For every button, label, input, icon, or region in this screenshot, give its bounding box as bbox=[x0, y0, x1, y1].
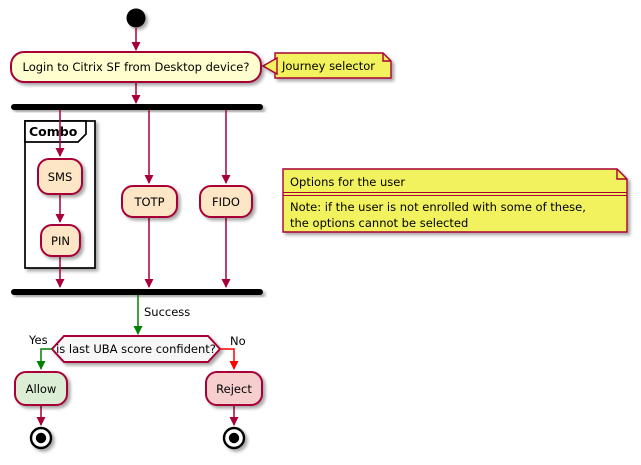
edge-label-success: Success bbox=[144, 305, 191, 319]
note-journey-selector: Journey selector bbox=[282, 58, 375, 73]
end-node-reject bbox=[222, 426, 246, 450]
activity-reject: Reject bbox=[205, 371, 263, 406]
activity-sms: SMS bbox=[37, 158, 83, 195]
activity-pin: PIN bbox=[40, 224, 81, 257]
edge-label-yes: Yes bbox=[29, 333, 48, 347]
activity-totp: TOTP bbox=[121, 185, 178, 218]
note-connector bbox=[261, 56, 278, 76]
fork-bar bbox=[11, 104, 263, 110]
activity-fido: FIDO bbox=[199, 185, 253, 218]
no-edge bbox=[220, 348, 239, 370]
start-node bbox=[126, 8, 146, 28]
join-bar bbox=[11, 289, 263, 295]
flow-edges bbox=[36, 28, 239, 426]
decision-question: is last UBA score confident? bbox=[56, 342, 216, 356]
note-options-body: Note: if the user is not enrolled with s… bbox=[290, 200, 586, 230]
activity-login: Login to Citrix SF from Desktop device? bbox=[10, 51, 262, 83]
note-journey-shape bbox=[261, 52, 392, 79]
partition-combo-title: Combo bbox=[29, 124, 78, 139]
note-options-shape bbox=[282, 168, 628, 233]
note-options-title: Options for the user bbox=[290, 175, 406, 189]
success-edges bbox=[36, 295, 143, 370]
end-node-allow bbox=[29, 426, 53, 450]
edge-label-no: No bbox=[230, 334, 246, 348]
activity-allow: Allow bbox=[14, 371, 68, 406]
